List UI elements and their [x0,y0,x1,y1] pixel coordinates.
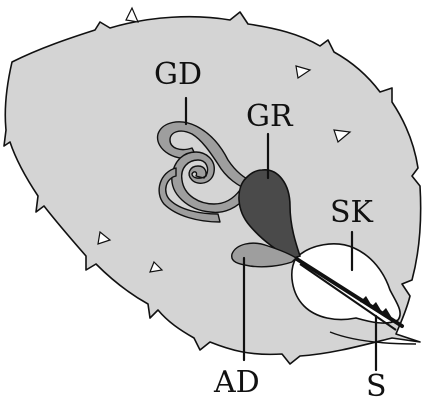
label-s: S [366,369,387,403]
label-ad: AD [213,365,260,400]
label-gr: GR [246,99,294,134]
label-sk: SK [330,195,374,230]
label-gd: GD [154,57,202,92]
